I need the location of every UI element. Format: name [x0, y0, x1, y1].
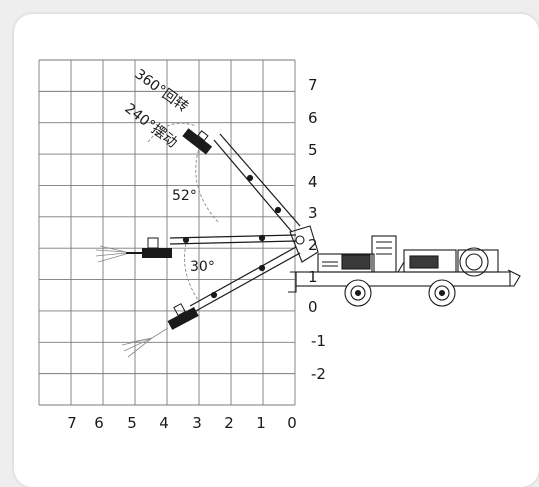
- angle-arcs: [147, 122, 219, 301]
- bottom-axis-label: 3: [192, 414, 202, 432]
- nozzle-head-upper: [182, 128, 213, 155]
- nozzle-head-horizontal: [95, 237, 172, 263]
- lower-angle-label: 30°: [190, 259, 215, 275]
- right-axis-label: 7: [308, 76, 318, 94]
- boom-upper-position: [213, 133, 301, 233]
- right-axis-label: 5: [308, 141, 318, 159]
- bottom-axis-label: 2: [224, 414, 234, 432]
- right-axis-label: 4: [308, 173, 318, 191]
- bottom-axis-label: 7: [67, 414, 77, 432]
- spray-lines-lower: [121, 327, 169, 358]
- right-axis-label: 2: [308, 236, 318, 254]
- rotation-arc: [147, 122, 197, 143]
- right-axis-label: -1: [311, 332, 326, 350]
- right-axis-label: -2: [311, 365, 326, 383]
- bottom-axis-label: 1: [256, 414, 266, 432]
- boom-horizontal-position: [169, 234, 297, 245]
- bottom-axis-label: 0: [287, 414, 297, 432]
- right-axis-label: 6: [308, 109, 318, 127]
- bottom-axis-label: 6: [94, 414, 104, 432]
- coordinate-grid: [38, 59, 296, 406]
- vehicle-body: [288, 225, 521, 307]
- boom-lower-position: [189, 246, 301, 313]
- bottom-axis-label: 5: [127, 414, 137, 432]
- swing-annotation: 240°摆动: [122, 101, 180, 152]
- right-axis-labels: 7 6 5 4 3 2 1 0 -1 -2: [308, 76, 326, 383]
- right-axis-label: 0: [308, 298, 318, 316]
- right-axis-label: 1: [308, 268, 318, 286]
- bottom-axis-label: 4: [159, 414, 169, 432]
- right-axis-label: 3: [308, 204, 318, 222]
- upper-angle-label: 52°: [172, 188, 197, 204]
- swing-arc-upper: [195, 139, 219, 223]
- nozzle-head-lower: [167, 303, 199, 330]
